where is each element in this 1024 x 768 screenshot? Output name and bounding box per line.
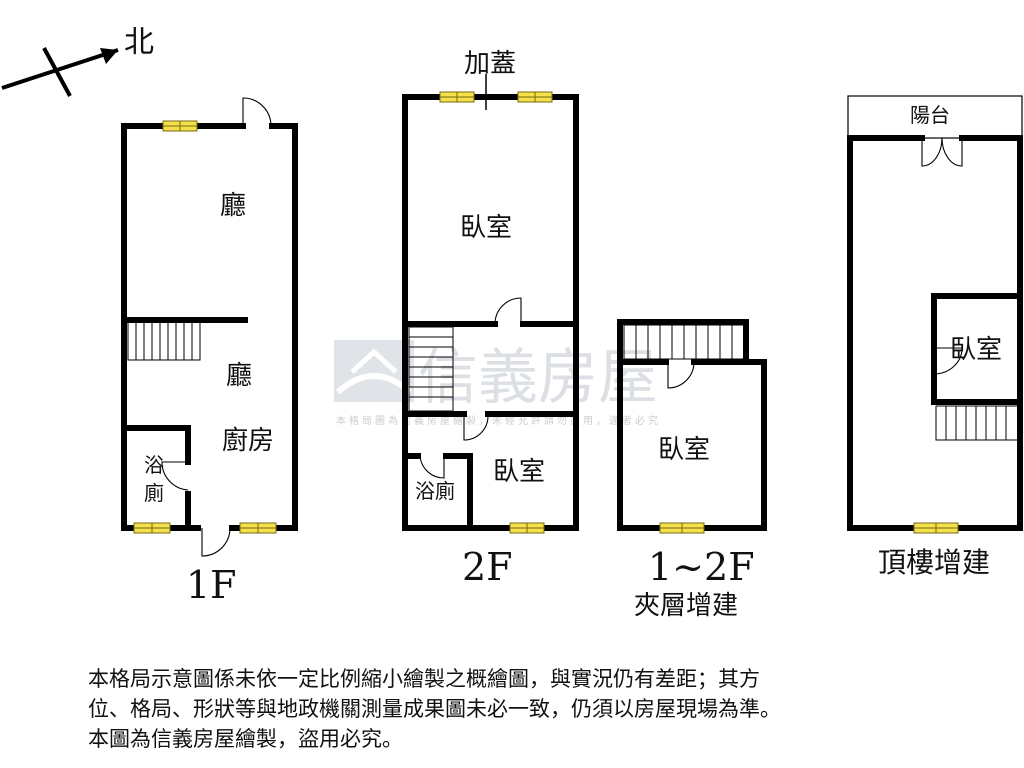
floor-1f: 廳 廳 廚房 浴 廁 1F [121,97,298,607]
disclaimer-line: 本圖為信義房屋繪製，盜用必究。 [88,727,403,751]
door-icon [161,461,189,491]
floor-2f-bath-wall [402,453,473,531]
window-icon [239,522,277,534]
room-label: 臥室 [950,335,1002,365]
floor-2f-outer-wall [402,94,579,531]
compass: 北 [1,25,154,97]
compass-arrow-shaft [1,48,119,90]
roof-room-wall [931,293,1023,403]
door-icon [463,414,489,441]
door-icon [667,361,695,389]
door-icon [933,347,963,375]
bath-label: 廁 [144,481,164,505]
compass-north-label: 北 [124,25,154,60]
stair-icon [127,321,201,361]
room-label: 臥室 [460,213,512,243]
bath-label: 浴廁 [415,479,455,503]
floor-plan-drawing: 北 信義房屋 本格局圖為信義房屋繪製，未經允許請勿盜用，違者必究 廳 廳 廚房 … [1,25,1023,621]
floor-roof: 陽台 臥室 頂樓增建 [847,95,1023,579]
double-door-icon [921,137,963,167]
window-icon [517,91,553,103]
mezzanine-outer-wall [617,319,767,531]
room-label: 廚房 [222,426,274,456]
floor-1f-bath-wall [121,425,191,531]
floor-2f: 加蓋 臥室 臥室 浴廁 2F [402,49,579,589]
floor-caption: 頂樓增建 [878,546,990,579]
disclaimer-line: 本格局示意圖係未依一定比例縮小繪製之概繪圖，與實況仍有差距；其方 [88,667,760,691]
stair-icon [408,326,454,412]
balcony-outline [847,95,1023,139]
door-icon [419,455,445,479]
window-icon [659,522,705,534]
window-icon [509,522,545,534]
window-icon [133,522,171,534]
stair-icon [935,405,1019,441]
floor-caption: 2F [462,545,513,589]
addition-label: 加蓋 [464,49,516,79]
balcony-label: 陽台 [910,103,950,127]
floor-caption: 1F [186,563,237,607]
window-icon [162,120,198,132]
stair-icon [623,324,745,360]
mezzanine-stair-wall [617,319,749,365]
bath-label: 浴 [144,453,164,477]
door-icon [201,527,231,557]
room-label: 廳 [220,191,246,221]
floor-subcaption: 夾層增建 [634,591,738,621]
door-icon [494,297,522,325]
room-label: 廳 [226,361,252,391]
roof-outer-wall [847,135,1023,531]
disclaimer: 本格局示意圖係未依一定比例縮小繪製之概繪圖，與實況仍有差距；其方 位、格局、形狀… [88,664,968,754]
compass-cross-line [42,47,72,97]
compass-arrowhead-icon [100,48,118,64]
floor-caption: 1~2F [648,545,755,589]
window-icon [439,91,475,103]
disclaimer-line: 位、格局、形狀等與地政機關測量成果圖未必一致，仍須以房屋現場為準。 [88,697,781,721]
floor-mezzanine: 臥室 1~2F 夾層增建 [617,319,767,621]
room-label: 臥室 [493,457,545,487]
window-icon [913,522,959,534]
room-label: 臥室 [658,435,710,465]
door-icon [242,97,272,127]
